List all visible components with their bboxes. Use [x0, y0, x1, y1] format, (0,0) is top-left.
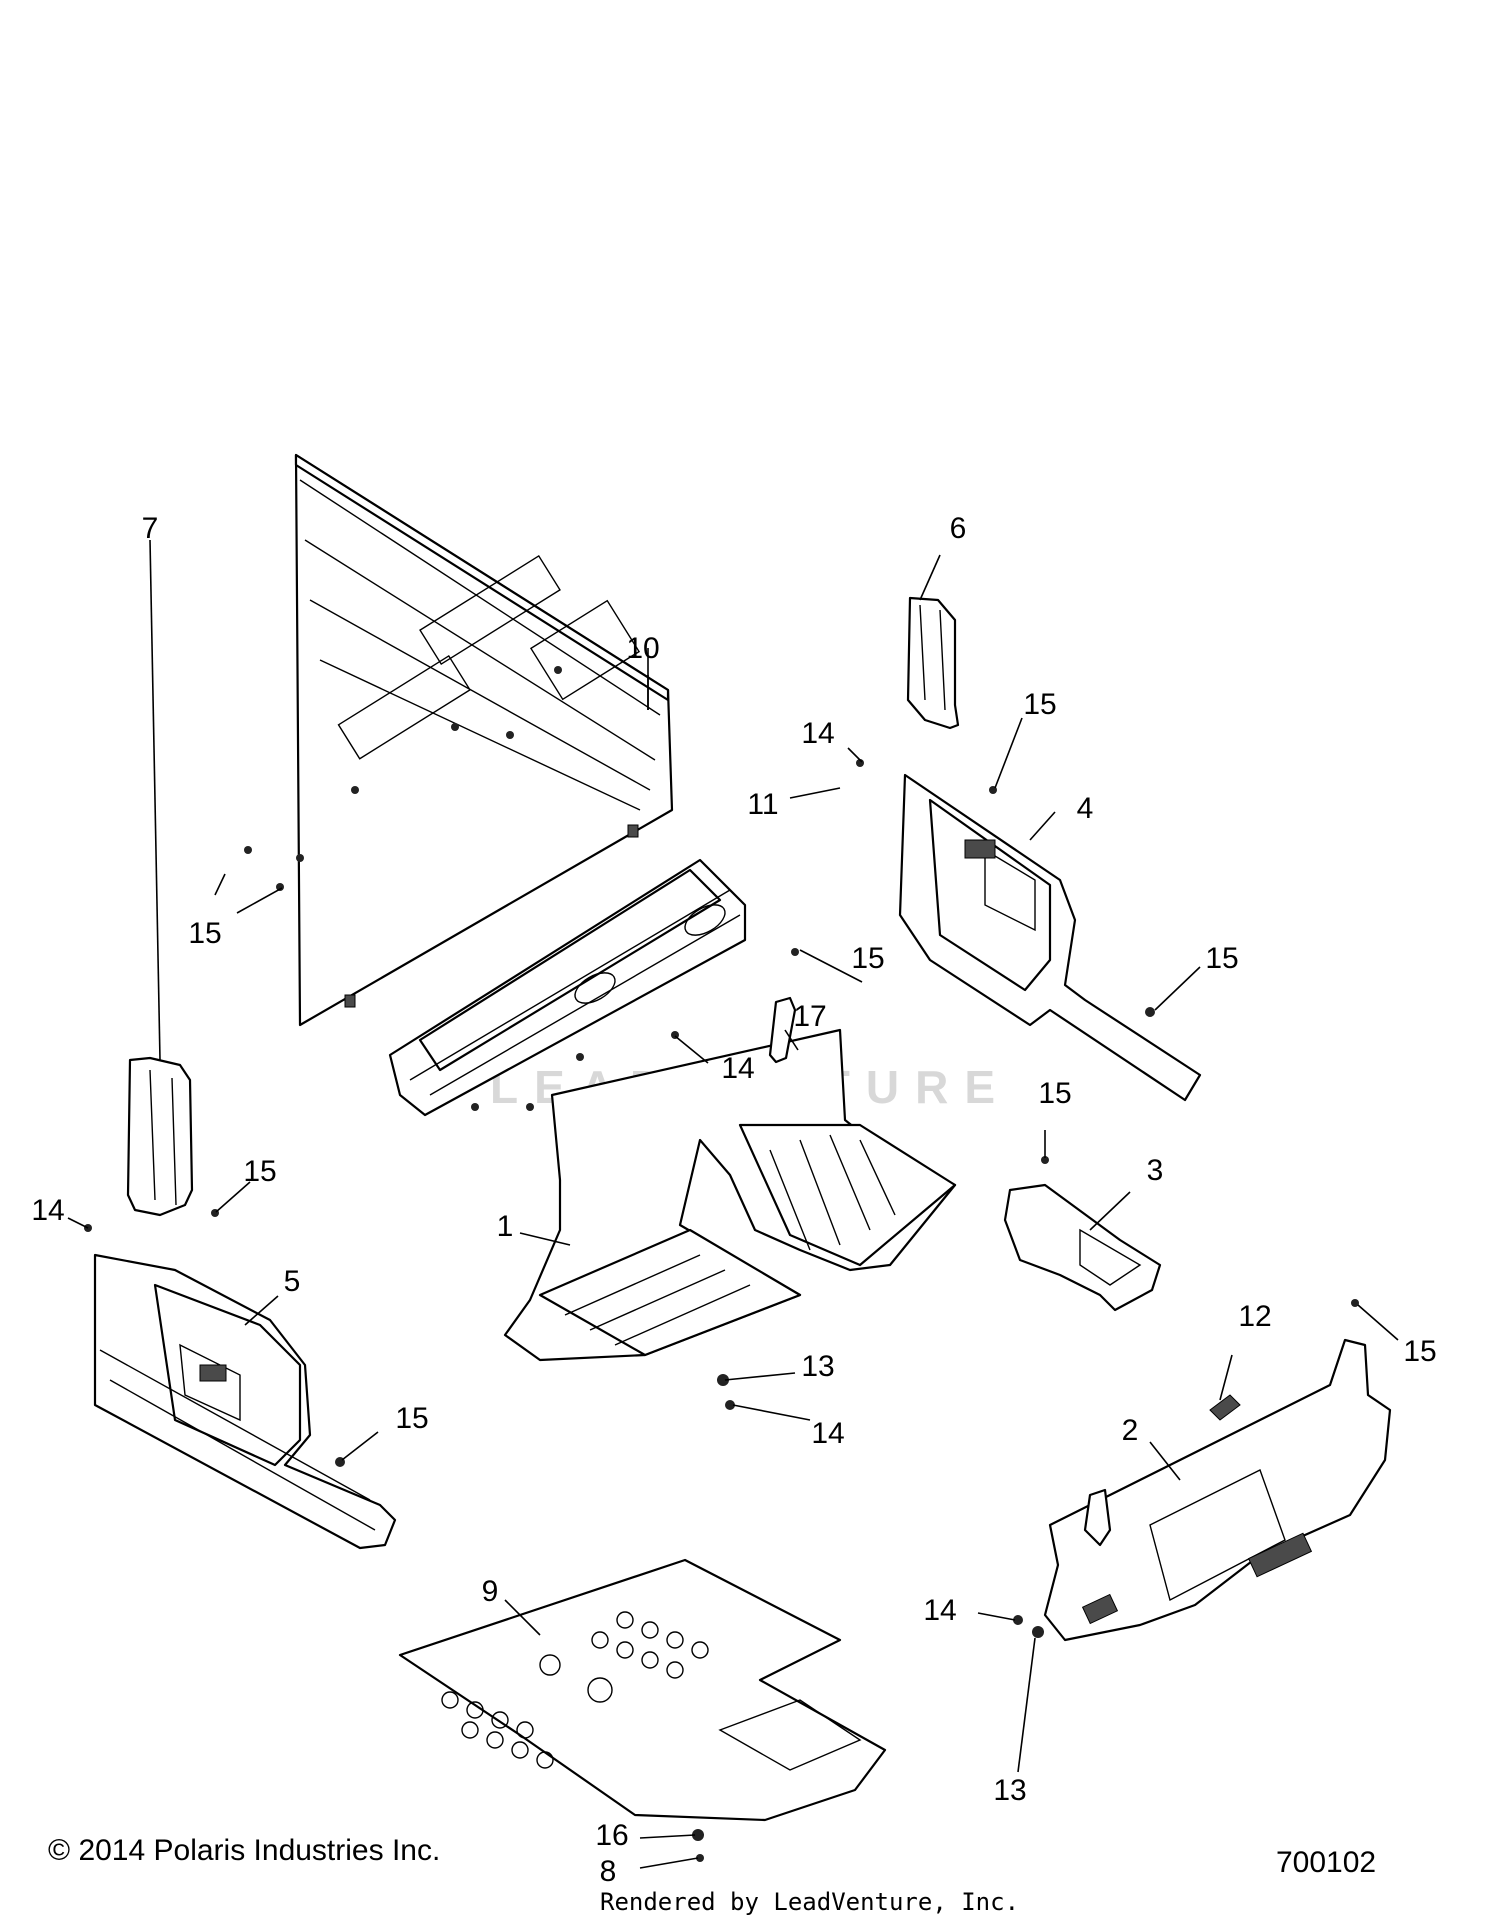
callout-15-upper-left: 15: [188, 917, 221, 950]
callout-8: 8: [600, 1855, 617, 1888]
rendered-by-credit: Rendered by LeadVenture, Inc.: [600, 1888, 1020, 1916]
callout-15-left-mid: 15: [243, 1155, 276, 1188]
callout-15-right-mid: 15: [1038, 1077, 1071, 1110]
callout-6: 6: [950, 512, 967, 545]
copyright-notice: © 2014 Polaris Industries Inc.: [48, 1834, 441, 1867]
part-12-clip[interactable]: [1209, 1394, 1241, 1421]
leader-lines: [67, 539, 1399, 1869]
part-2-right-lower-panel[interactable]: [1043, 1338, 1392, 1642]
callout-16: 16: [595, 1819, 628, 1852]
part-4-right-side-panel[interactable]: [898, 773, 1202, 1102]
callout-5: 5: [284, 1265, 301, 1298]
part-9-skid-plate[interactable]: [398, 1558, 887, 1822]
callout-14-lower-right: 14: [923, 1594, 956, 1627]
part-6-right-pillar[interactable]: [906, 596, 960, 730]
part-10-rear-panel[interactable]: [294, 453, 674, 1027]
callout-9: 9: [482, 1575, 499, 1608]
callout-1: 1: [497, 1210, 514, 1243]
part-17-grab-handle[interactable]: [768, 996, 797, 1064]
part-5-left-side-panel[interactable]: [93, 1253, 397, 1550]
callout-10: 10: [626, 632, 659, 665]
callout-17: 17: [793, 1000, 826, 1033]
part-3-right-bracket[interactable]: [1003, 1183, 1162, 1312]
callout-15-upper-right: 15: [1023, 688, 1056, 721]
part-11-cross-member[interactable]: [388, 858, 747, 1117]
callout-7: 7: [142, 512, 159, 545]
callout-15-lower-left: 15: [395, 1402, 428, 1435]
callout-15-right: 15: [1205, 942, 1238, 975]
callout-14-center: 14: [811, 1417, 844, 1450]
callout-3: 3: [1147, 1154, 1164, 1187]
part-1-floor-base[interactable]: [503, 1028, 957, 1362]
callout-13-center: 13: [801, 1350, 834, 1383]
diagram-number: 700102: [1276, 1846, 1377, 1879]
callout-labels: 6 10 15 14 11 4 15 15 15 17 14 7 15 3 15…: [31, 512, 1436, 1888]
callout-15-far-right: 15: [1403, 1335, 1436, 1368]
part-7-left-pillar[interactable]: [126, 1056, 194, 1217]
callout-13-lower-right: 13: [993, 1774, 1026, 1807]
callout-14-upper: 14: [801, 717, 834, 750]
callout-14-left: 14: [31, 1194, 64, 1227]
callout-2: 2: [1122, 1414, 1139, 1447]
callout-15-mid: 15: [851, 942, 884, 975]
callout-14-mid: 14: [721, 1052, 754, 1085]
callout-12: 12: [1238, 1300, 1271, 1333]
callout-11: 11: [747, 788, 778, 821]
callout-4: 4: [1077, 792, 1094, 825]
